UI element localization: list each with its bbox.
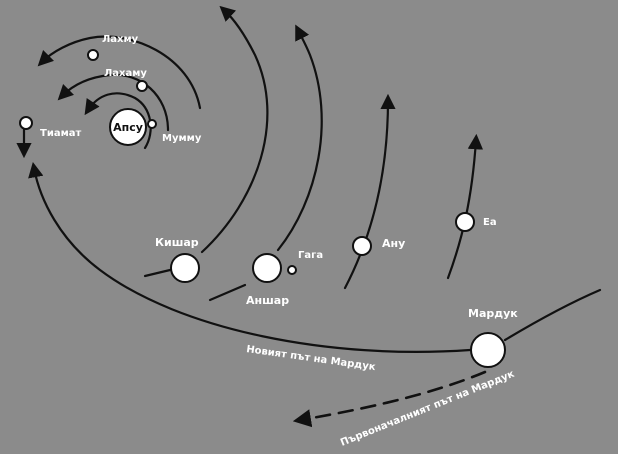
anu-planet [352,236,372,256]
ea-orbit [446,133,484,280]
new-path-label: Новият път на Мардук [246,344,377,373]
lahamu-planet [136,80,148,92]
anshar-planet [252,253,282,283]
gaga-planet [287,265,297,275]
mummu-orbit [84,92,152,150]
tiamat-planet [19,116,33,130]
anshar-orbit [276,24,323,252]
gaga-label: Гага [298,250,323,261]
mummu-planet [147,119,157,129]
mummu-label: Мумму [162,133,202,144]
lahmu-planet [87,49,99,61]
lahamu-orbit [57,73,170,132]
anshar-label: Аншар [246,294,289,307]
lahamu-label: Лахаму [104,68,147,79]
kishar-planet [170,253,200,283]
marduk-original-path [292,370,487,428]
apsu-planet [109,108,147,146]
marduk-label: Мардук [468,307,518,320]
kishar-orbit-tail [143,268,172,278]
ea-label: Еа [483,217,497,228]
lahmu-orbit [37,35,202,110]
kishar-label: Кишар [155,236,199,249]
marduk-new-path [28,161,472,353]
anu-orbit [343,93,396,290]
apsu-label: Апсу [113,121,143,134]
anshar-orbit-tail [208,283,247,302]
ea-planet [455,212,475,232]
lahmu-label: Лахму [102,34,139,45]
kishar-orbit [200,5,269,254]
marduk-planet [470,332,506,368]
tiamat-label: Тиамат [40,128,81,139]
anu-label: Ану [382,237,405,250]
marduk-incoming-path [503,288,602,342]
